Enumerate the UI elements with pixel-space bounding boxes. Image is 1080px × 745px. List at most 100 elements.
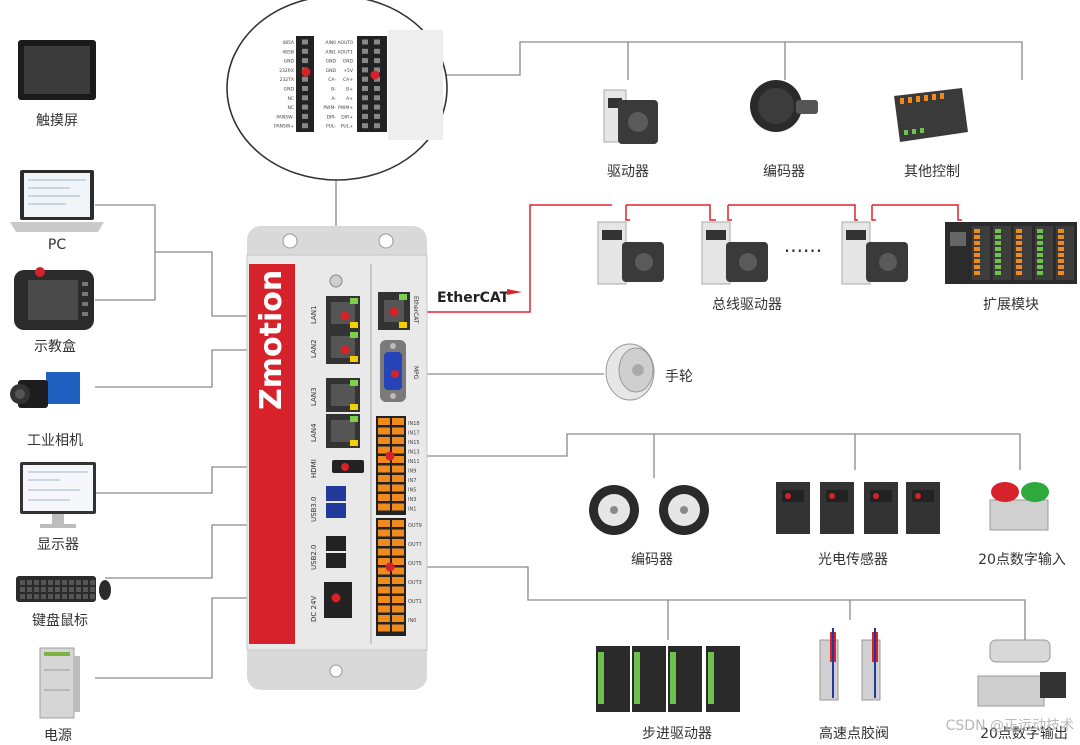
ethercat-logo: EtherCAT xyxy=(437,290,510,306)
pin-label: PANSW+ xyxy=(274,124,294,130)
mount-hole-icon xyxy=(329,664,343,678)
touchscreen-device xyxy=(18,40,96,100)
keyboard-mouse-device xyxy=(16,576,111,602)
io-label: IN15 xyxy=(408,440,420,446)
pin-terminal xyxy=(302,39,308,45)
pinout-magnifier: 485A485BGND232RX232TXGNDNCNCPANSW-PANSW+… xyxy=(226,0,448,181)
io-label: OUT7 xyxy=(408,542,422,548)
photo-sensor xyxy=(906,482,940,534)
pin-terminal xyxy=(362,123,368,129)
brand-logo: Zmotion xyxy=(254,270,289,410)
pin-label: PWM- xyxy=(323,105,336,111)
pin-terminal xyxy=(374,104,380,110)
pin-label: CA+ xyxy=(343,77,353,83)
label-digital-output: 20点数字输出 xyxy=(980,726,1068,742)
pin-label: AOUT1 xyxy=(338,49,354,55)
label-encoder-mid: 编码器 xyxy=(631,552,673,568)
watermark: CSDN @正运动技术 xyxy=(945,718,1074,734)
label-teach-pendant: 示教盒 xyxy=(34,339,76,355)
pin-label: DIR+ xyxy=(341,114,353,120)
pin-terminal xyxy=(362,113,368,119)
plc-device xyxy=(894,88,968,142)
io-label: OUT3 xyxy=(408,580,422,586)
pin-label: GND xyxy=(284,59,295,65)
pin-terminal xyxy=(302,113,308,119)
label-encoder-top: 编码器 xyxy=(763,164,805,180)
io-label: IN3 xyxy=(408,497,416,503)
label-psu: 电源 xyxy=(44,728,72,744)
servo-driver-device xyxy=(603,89,658,144)
label-bus-driver: 总线驱动器 xyxy=(712,297,782,313)
label-dispense: 高速点胶阀 xyxy=(819,726,889,742)
pin-label: AIN0 xyxy=(325,40,336,46)
solenoid-valve-device xyxy=(977,639,1066,707)
io-label: OUT1 xyxy=(408,599,422,605)
pin-terminal xyxy=(374,58,380,64)
io-label: OUT5 xyxy=(408,561,422,567)
monitor-device xyxy=(20,462,96,528)
brand-panel xyxy=(249,264,295,644)
pin-label: PWM+ xyxy=(338,105,353,111)
pin-label: +5V xyxy=(343,68,354,74)
label-other-controller: 其他控制 xyxy=(904,164,960,180)
pin-terminal xyxy=(302,104,308,110)
pin-label: DIR- xyxy=(327,114,337,120)
port-label: DC 24V xyxy=(310,596,318,622)
port-label: HDMI xyxy=(310,459,318,478)
port-label: USB2.0 xyxy=(310,544,318,570)
pin-label: 485B xyxy=(282,49,294,55)
dispense-valve-device xyxy=(819,628,881,701)
port-label: LAN4 xyxy=(310,423,318,442)
pin-terminal xyxy=(362,48,368,54)
pin-terminal xyxy=(362,67,368,73)
pin-label: AIN1 xyxy=(325,49,336,55)
io-label: IN17 xyxy=(408,431,420,437)
pin-label: CA- xyxy=(328,77,336,83)
io-label: IN0 xyxy=(408,618,416,624)
mount-hole-icon xyxy=(378,233,394,249)
photo-sensor xyxy=(776,482,810,534)
io-label: IN13 xyxy=(408,450,420,456)
pin-terminal xyxy=(302,86,308,91)
pin-terminal xyxy=(374,123,380,129)
pin-label: GND xyxy=(326,59,337,65)
io-label: IN18 xyxy=(408,421,420,427)
label-handwheel: 手轮 xyxy=(665,369,693,385)
ethercat-arrow-icon xyxy=(507,289,522,295)
port-label: USB3.0 xyxy=(310,496,318,522)
pin-label: B- xyxy=(331,87,336,93)
label-digital-input: 20点数字输入 xyxy=(978,552,1066,568)
encoder-mid-device xyxy=(589,485,709,535)
pin-label: A- xyxy=(331,96,336,102)
pin-label: B+ xyxy=(346,87,353,93)
label-touchscreen: 触摸屏 xyxy=(36,113,78,129)
pc-device xyxy=(10,170,104,232)
photo-sensor xyxy=(864,482,898,534)
ethercat-line xyxy=(396,204,962,313)
label-photo-sensor: 光电传感器 xyxy=(818,552,888,568)
label-stepper: 步进驱动器 xyxy=(642,726,712,742)
photo-sensor xyxy=(820,482,854,534)
photo-sensor-device xyxy=(776,482,940,534)
pin-terminal xyxy=(362,58,368,64)
pin-terminal xyxy=(374,67,380,73)
pin-label: NC xyxy=(287,105,294,111)
port-label: LAN2 xyxy=(310,339,318,358)
pin-label: PANSW- xyxy=(276,114,294,120)
io-label: IN1 xyxy=(408,507,416,513)
stepper-driver-device xyxy=(596,646,740,712)
io-label: IN7 xyxy=(408,478,416,484)
pin-terminal xyxy=(302,123,308,129)
label-driver: 驱动器 xyxy=(607,164,649,180)
io-label: IN11 xyxy=(408,459,420,465)
pushbutton-device xyxy=(989,482,1049,531)
pin-label: 232RX xyxy=(279,68,294,74)
handwheel-device xyxy=(605,343,655,401)
pin-terminal xyxy=(374,95,380,101)
line-outputs xyxy=(390,566,1026,640)
label-monitor: 显示器 xyxy=(37,537,79,553)
io-label: IN5 xyxy=(408,488,416,494)
expansion-module-device xyxy=(945,222,1077,284)
bus-drivers xyxy=(597,221,908,285)
